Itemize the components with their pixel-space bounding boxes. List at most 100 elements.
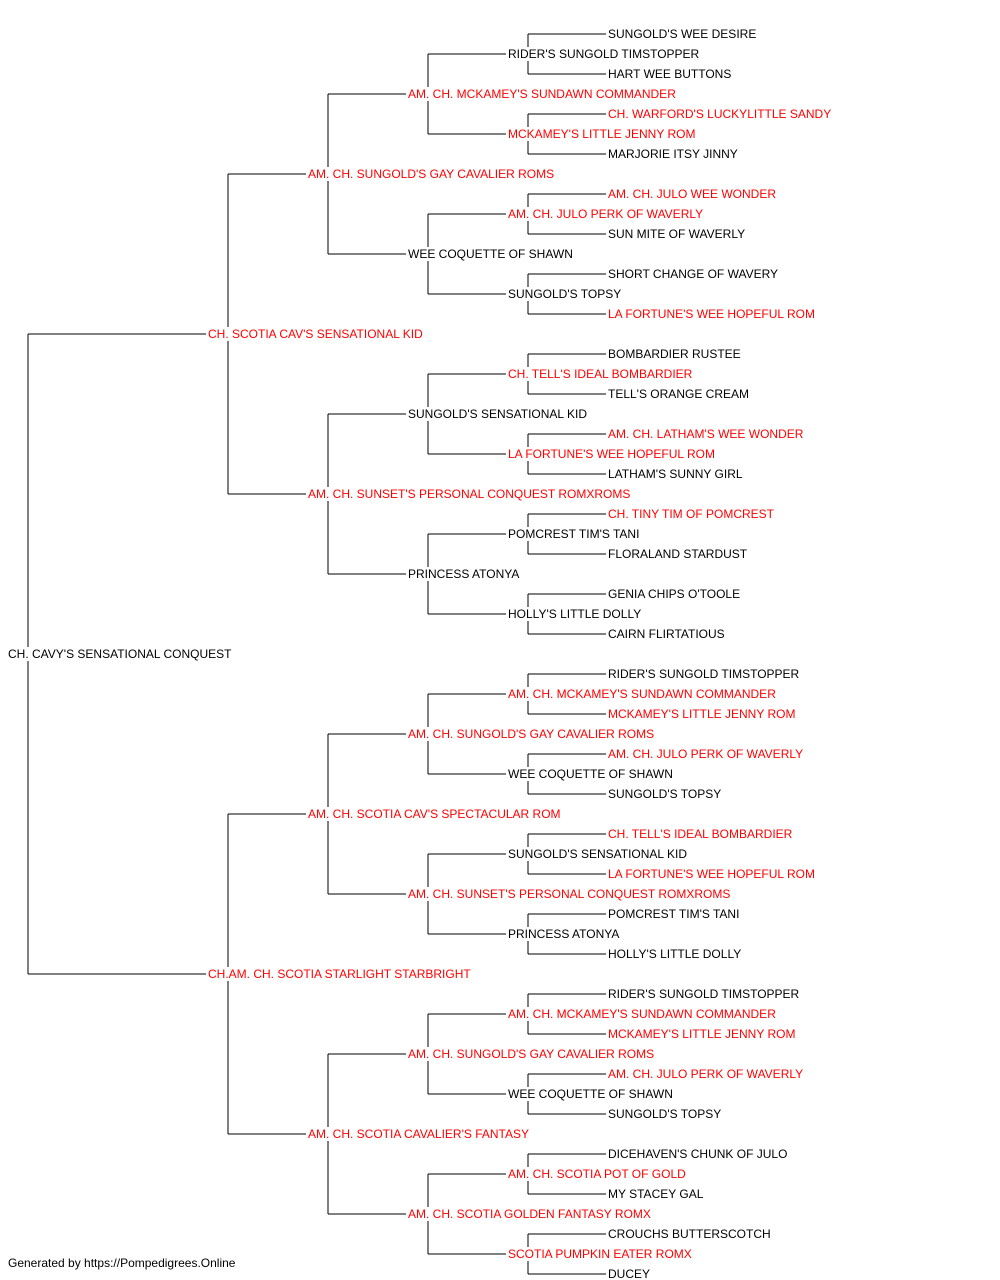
ancestor-name: LATHAM'S SUNNY GIRL: [608, 467, 743, 481]
ancestor-name: SUNGOLD'S TOPSY: [508, 287, 621, 301]
ancestor-name: AM. CH. MCKAMEY'S SUNDAWN COMMANDER: [508, 687, 776, 701]
ancestor-name: MY STACEY GAL: [608, 1187, 704, 1201]
ancestor-name: AM. CH. SCOTIA CAVALIER'S FANTASY: [308, 1127, 529, 1141]
label-backdrop: [506, 127, 698, 141]
ancestor-name: SCOTIA PUMPKIN EATER ROMX: [508, 1247, 692, 1261]
label-backdrop: [506, 1247, 694, 1261]
ancestor-name: LA FORTUNE'S WEE HOPEFUL ROM: [608, 867, 815, 881]
label-backdrop: [606, 1067, 806, 1081]
ancestor-name: MCKAMEY'S LITTLE JENNY ROM: [608, 707, 795, 721]
label-backdrop: [506, 207, 706, 221]
ancestor-name: SUN MITE OF WAVERLY: [608, 227, 745, 241]
label-backdrop: [606, 587, 743, 601]
ancestor-name: AM. CH. MCKAMEY'S SUNDAWN COMMANDER: [408, 87, 676, 101]
ancestor-name: SHORT CHANGE OF WAVERY: [608, 267, 778, 281]
label-backdrop: [606, 467, 745, 481]
label-backdrop: [606, 627, 727, 641]
label-backdrop: [606, 347, 743, 361]
label-backdrop: [606, 507, 777, 521]
label-backdrop: [306, 1127, 532, 1141]
ancestor-name: HART WEE BUTTONS: [608, 67, 731, 81]
label-backdrop: [406, 247, 575, 261]
label-backdrop: [606, 1187, 706, 1201]
ancestor-name: AM. CH. SUNGOLD'S GAY CAVALIER ROMS: [408, 727, 654, 741]
label-backdrop: [606, 67, 734, 81]
label-backdrop: [606, 227, 748, 241]
ancestor-name: CROUCHS BUTTERSCOTCH: [608, 1227, 771, 1241]
label-backdrop: [506, 687, 779, 701]
ancestor-name: AM. CH. JULO PERK OF WAVERLY: [608, 1067, 803, 1081]
label-backdrop: [406, 87, 679, 101]
ancestor-name: AM. CH. JULO WEE WONDER: [608, 187, 776, 201]
label-backdrop: [506, 287, 624, 301]
ancestor-name: CH. CAVY'S SENSATIONAL CONQUEST: [8, 647, 232, 661]
ancestor-name: AM. CH. SUNGOLD'S GAY CAVALIER ROMS: [308, 167, 554, 181]
label-backdrop: [606, 707, 798, 721]
ancestor-name: AM. CH. JULO PERK OF WAVERLY: [508, 207, 703, 221]
label-backdrop: [606, 267, 781, 281]
ancestor-name: WEE COQUETTE OF SHAWN: [508, 767, 673, 781]
ancestor-name: POMCREST TIM'S TANI: [608, 907, 739, 921]
ancestor-name: SUNGOLD'S SENSATIONAL KID: [508, 847, 687, 861]
label-backdrop: [406, 567, 522, 581]
label-backdrop: [606, 667, 802, 681]
ancestor-name: FLORALAND STARDUST: [608, 547, 748, 561]
label-backdrop: [606, 1027, 798, 1041]
ancestor-name: MCKAMEY'S LITTLE JENNY ROM: [608, 1027, 795, 1041]
ancestor-name: RIDER'S SUNGOLD TIMSTOPPER: [608, 987, 800, 1001]
label-backdrop: [406, 1047, 657, 1061]
label-backdrop: [606, 1267, 653, 1280]
ancestor-name: AM. CH. SCOTIA GOLDEN FANTASY ROMX: [408, 1207, 651, 1221]
label-backdrop: [406, 887, 733, 901]
label-backdrop: [606, 1147, 790, 1161]
ancestor-name: GENIA CHIPS O'TOOLE: [608, 587, 740, 601]
ancestor-name: AM. CH. SCOTIA POT OF GOLD: [508, 1167, 686, 1181]
ancestor-name: RIDER'S SUNGOLD TIMSTOPPER: [508, 47, 700, 61]
label-backdrop: [606, 1107, 724, 1121]
ancestor-name: MCKAMEY'S LITTLE JENNY ROM: [508, 127, 695, 141]
label-backdrop: [606, 307, 817, 321]
label-backdrop: [606, 107, 834, 121]
label-backdrop: [606, 987, 802, 1001]
label-backdrop: [206, 967, 474, 981]
label-backdrop: [606, 387, 751, 401]
label-backdrop: [506, 927, 622, 941]
ancestor-name: LA FORTUNE'S WEE HOPEFUL ROM: [508, 447, 715, 461]
ancestor-name: AM. CH. SUNSET'S PERSONAL CONQUEST ROMXR…: [408, 887, 730, 901]
ancestor-name: HOLLY'S LITTLE DOLLY: [608, 947, 741, 961]
label-backdrop: [606, 147, 740, 161]
ancestor-name: WEE COQUETTE OF SHAWN: [508, 1087, 673, 1101]
ancestor-name: HOLLY'S LITTLE DOLLY: [508, 607, 641, 621]
ancestor-name: CH. WARFORD'S LUCKYLITTLE SANDY: [608, 107, 831, 121]
label-backdrop: [506, 767, 675, 781]
ancestor-name: TELL'S ORANGE CREAM: [608, 387, 749, 401]
label-backdrop: [606, 827, 795, 841]
ancestor-name: CH. TELL'S IDEAL BOMBARDIER: [608, 827, 793, 841]
label-backdrop: [606, 27, 759, 41]
ancestor-name: DICEHAVEN'S CHUNK OF JULO: [608, 1147, 787, 1161]
ancestor-name: CH.AM. CH. SCOTIA STARLIGHT STARBRIGHT: [208, 967, 471, 981]
label-backdrop: [506, 847, 690, 861]
label-backdrop: [606, 1227, 773, 1241]
label-backdrop: [506, 607, 644, 621]
ancestor-name: SUNGOLD'S SENSATIONAL KID: [408, 407, 587, 421]
label-backdrop: [606, 867, 817, 881]
ancestor-name: AM. CH. SCOTIA CAV'S SPECTACULAR ROM: [308, 807, 561, 821]
label-backdrop: [506, 367, 695, 381]
label-backdrop: [506, 447, 717, 461]
ancestor-name: AM. CH. SUNGOLD'S GAY CAVALIER ROMS: [408, 1047, 654, 1061]
ancestor-name: SUNGOLD'S WEE DESIRE: [608, 27, 756, 41]
ancestor-name: CH. SCOTIA CAV'S SENSATIONAL KID: [208, 327, 423, 341]
ancestor-name: AM. CH. SUNSET'S PERSONAL CONQUEST ROMXR…: [308, 487, 630, 501]
ancestor-name: POMCREST TIM'S TANI: [508, 527, 639, 541]
ancestor-name: RIDER'S SUNGOLD TIMSTOPPER: [608, 667, 800, 681]
ancestor-name: WEE COQUETTE OF SHAWN: [408, 247, 573, 261]
label-backdrop: [406, 1207, 653, 1221]
label-backdrop: [606, 907, 742, 921]
ancestor-name: PRINCESS ATONYA: [508, 927, 619, 941]
ancestor-name: CH. TELL'S IDEAL BOMBARDIER: [508, 367, 693, 381]
footer-credit: Generated by https://Pompedigrees.Online: [8, 1256, 236, 1270]
label-backdrop: [506, 1007, 779, 1021]
label-backdrop: [606, 547, 750, 561]
